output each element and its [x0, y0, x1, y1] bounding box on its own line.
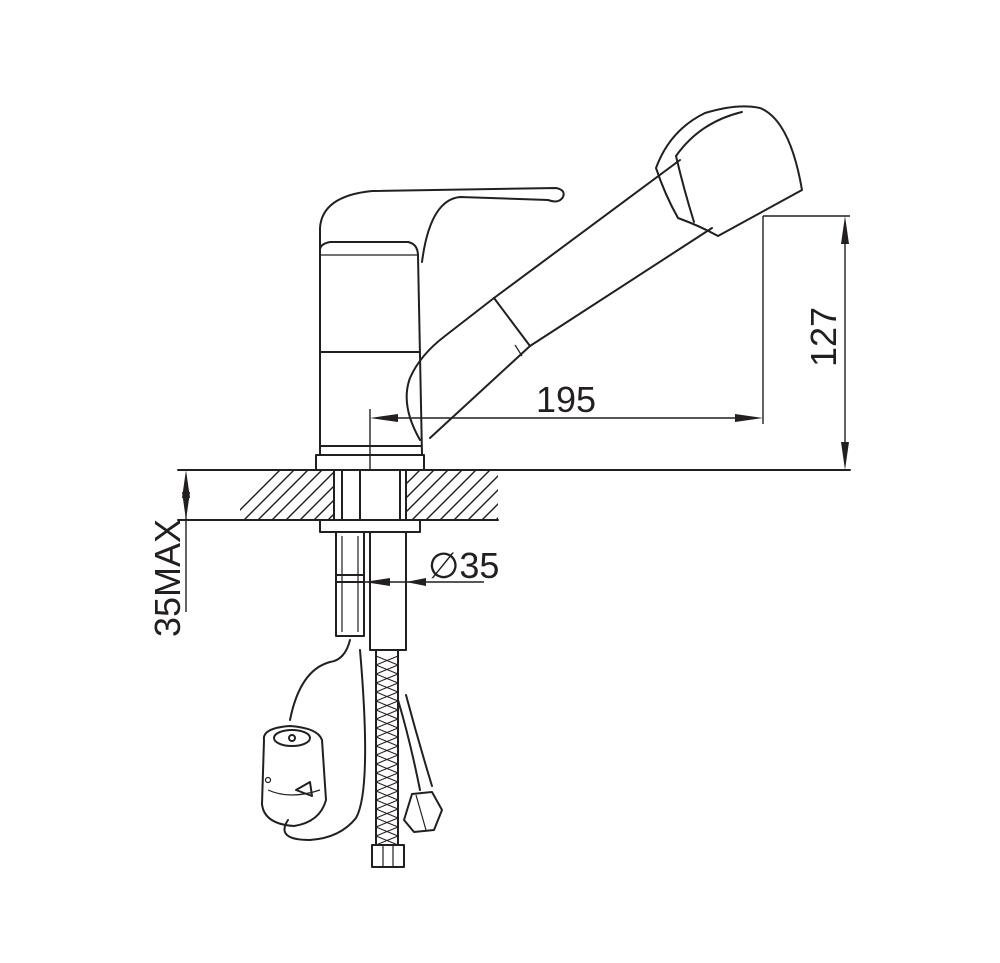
braid-line: [375, 700, 399, 711]
hatch-line: [411, 470, 463, 520]
dimension-spout-height: 127: [763, 215, 850, 470]
braid-line: [375, 691, 399, 702]
braid-line: [375, 745, 399, 756]
braid-line: [375, 808, 399, 819]
braid-line: [375, 655, 399, 666]
braid-line: [375, 781, 399, 792]
hatch-line: [510, 470, 560, 520]
braid-line: [375, 790, 399, 801]
braid-line: [375, 736, 399, 747]
braid-line: [375, 817, 399, 828]
pull-out-spout: [405, 105, 803, 441]
hatch-line: [453, 475, 498, 520]
braid-line: [375, 799, 399, 810]
hatch-line: [481, 503, 498, 520]
braid-line: [375, 754, 399, 765]
countertop-section: [177, 469, 851, 521]
lever-handle: [319, 187, 565, 263]
hatch-line: [495, 517, 498, 520]
braid-line: [375, 718, 399, 729]
hose-weight: [261, 639, 367, 841]
spout-height-label: 127: [803, 307, 844, 367]
braid-line: [375, 673, 399, 684]
hatch-line: [439, 470, 491, 520]
braid-line: [375, 709, 399, 720]
braid-line: [375, 772, 399, 783]
hatch-line: [425, 470, 477, 520]
braid-line: [375, 763, 399, 774]
dimension-hole-diameter: ∅35: [364, 532, 499, 590]
braid-line: [375, 664, 399, 675]
hatch-line: [271, 470, 323, 520]
dimension-counter-thickness: 35MAX: [147, 470, 190, 637]
hatch-line: [285, 470, 337, 520]
braid-line: [375, 835, 399, 846]
braid-line: [375, 682, 399, 693]
hatch-line: [467, 489, 498, 520]
dimension-spout-reach: 195: [369, 216, 764, 470]
spout-reach-label: 195: [536, 379, 596, 420]
hatch-line: [257, 470, 309, 520]
hole-diameter-label: ∅35: [428, 545, 499, 586]
braid-line: [375, 727, 399, 738]
supply-hoses: [371, 649, 443, 868]
hatch-line: [240, 470, 281, 511]
counter-thickness-label: 35MAX: [147, 519, 188, 637]
hatch-line: [243, 470, 295, 520]
mounting-shank: [319, 469, 421, 651]
braid-line: [375, 826, 399, 837]
